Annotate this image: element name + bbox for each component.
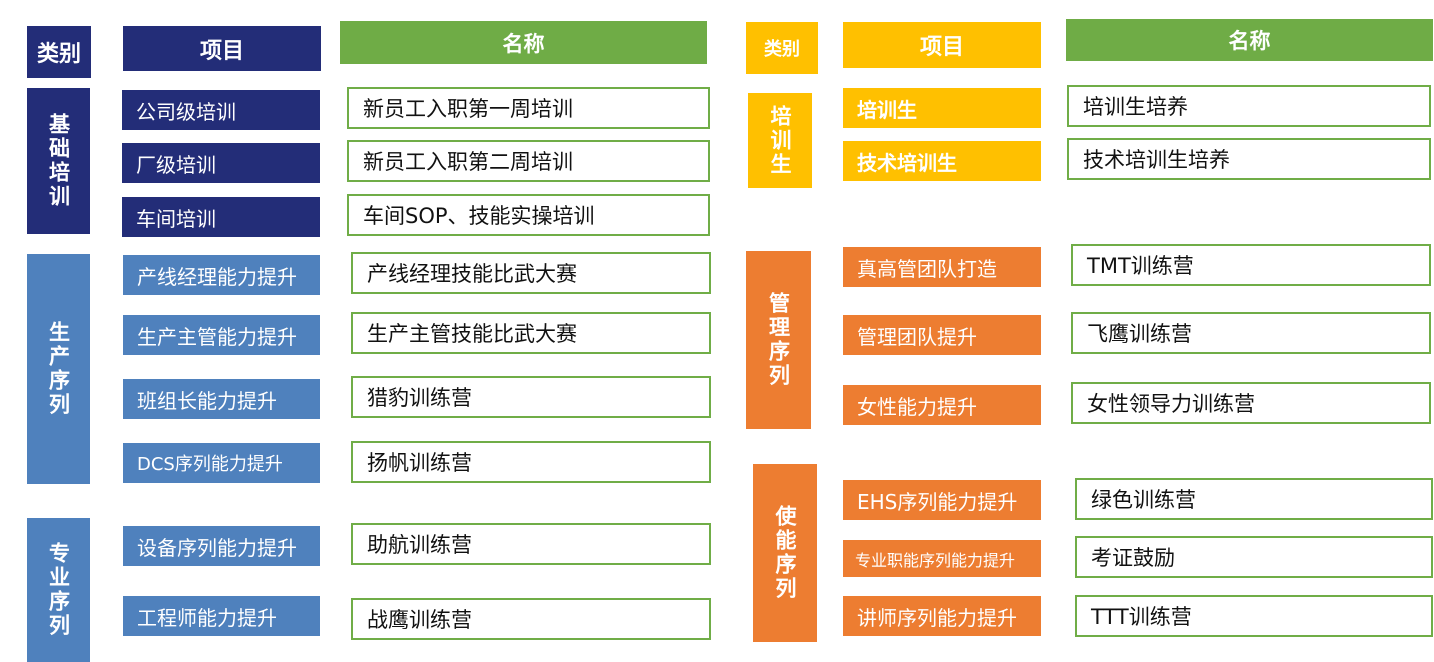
- category-trainee: 培训生: [748, 93, 812, 188]
- name-cell: 绿色训练营: [1075, 478, 1433, 520]
- name-cell: 培训生培养: [1067, 85, 1431, 127]
- project-cell: 管理团队提升: [843, 315, 1041, 355]
- project-cell: 专业职能序列能力提升: [843, 540, 1041, 577]
- name-cell: TTT训练营: [1075, 595, 1433, 637]
- category-management-series: 管理序列: [746, 251, 811, 429]
- name-cell: 产线经理技能比武大赛: [351, 252, 711, 294]
- name-cell: 生产主管技能比武大赛: [351, 312, 711, 354]
- name-cell: 猎豹训练营: [351, 376, 711, 418]
- project-cell: 设备序列能力提升: [123, 526, 320, 566]
- project-cell: 培训生: [843, 88, 1041, 128]
- name-cell: 战鹰训练营: [351, 598, 711, 640]
- right-header-project: 项目: [843, 22, 1041, 68]
- name-cell: 女性领导力训练营: [1071, 382, 1431, 424]
- name-cell: 技术培训生培养: [1067, 138, 1431, 180]
- project-cell: 真高管团队打造: [843, 247, 1041, 287]
- category-basic-training: 基础培训: [27, 88, 90, 234]
- project-cell: 工程师能力提升: [123, 596, 320, 636]
- name-cell: 考证鼓励: [1075, 536, 1433, 578]
- project-cell: 车间培训: [122, 197, 320, 237]
- project-cell: DCS序列能力提升: [123, 443, 320, 483]
- project-cell: 生产主管能力提升: [123, 315, 320, 355]
- name-cell: 新员工入职第二周培训: [347, 140, 710, 182]
- name-cell: 扬帆训练营: [351, 441, 711, 483]
- project-cell: 讲师序列能力提升: [843, 596, 1041, 636]
- project-cell: 班组长能力提升: [123, 379, 320, 419]
- project-cell: 厂级培训: [122, 143, 320, 183]
- project-cell: 产线经理能力提升: [123, 255, 320, 295]
- category-production-series: 生产序列: [27, 254, 90, 484]
- left-header-category: 类别: [27, 26, 91, 78]
- name-cell: TMT训练营: [1071, 244, 1431, 286]
- project-cell: 女性能力提升: [843, 385, 1041, 425]
- right-header-category: 类别: [746, 22, 818, 74]
- project-cell: EHS序列能力提升: [843, 480, 1041, 520]
- project-cell: 技术培训生: [843, 141, 1041, 181]
- left-header-name: 名称: [340, 21, 707, 64]
- category-professional-series: 专业序列: [27, 518, 90, 662]
- name-cell: 飞鹰训练营: [1071, 312, 1431, 354]
- category-enablement-series: 使能序列: [753, 464, 817, 642]
- right-header-name: 名称: [1066, 19, 1433, 61]
- name-cell: 助航训练营: [351, 523, 711, 565]
- project-cell: 公司级培训: [122, 90, 320, 130]
- name-cell: 新员工入职第一周培训: [347, 87, 710, 129]
- left-header-project: 项目: [123, 26, 321, 71]
- name-cell: 车间SOP、技能实操培训: [347, 194, 710, 236]
